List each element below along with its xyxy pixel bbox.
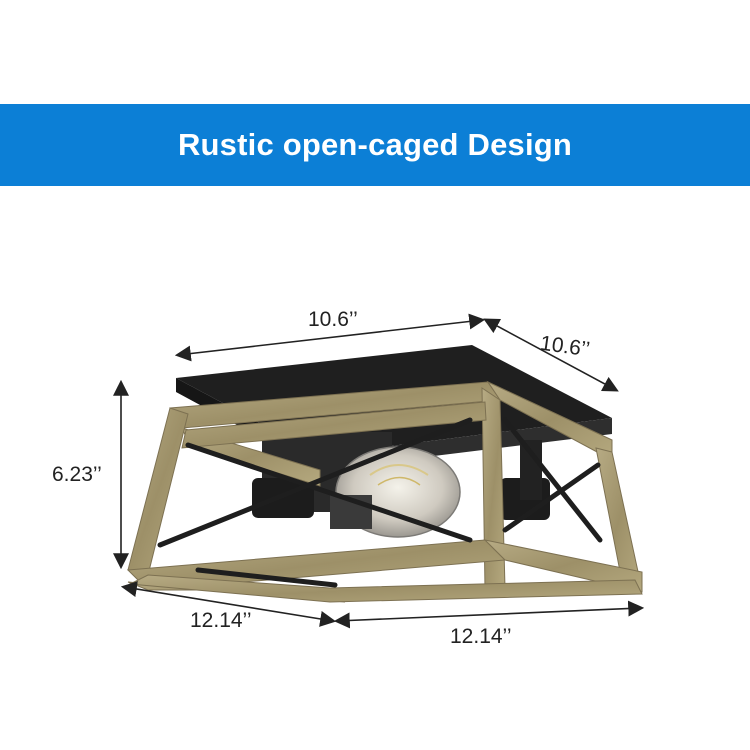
bottom-width-label: 12.14’’ bbox=[190, 609, 252, 632]
bottom-width-line bbox=[120, 581, 337, 627]
banner-title: Rustic open-caged Design bbox=[177, 127, 573, 162]
bulb bbox=[330, 446, 461, 538]
height-label: 6.23’’ bbox=[52, 463, 102, 486]
bottom-length-line bbox=[333, 600, 645, 629]
iron-cross bbox=[157, 417, 603, 588]
title-banner: Rustic open-caged Design bbox=[0, 104, 750, 186]
bottom-length-label: 12.14’’ bbox=[450, 625, 512, 648]
top-width-line bbox=[483, 318, 619, 392]
top-length-label: 10.6’’ bbox=[308, 308, 358, 331]
dimension-lines bbox=[113, 313, 645, 629]
top-length-line bbox=[174, 313, 486, 362]
